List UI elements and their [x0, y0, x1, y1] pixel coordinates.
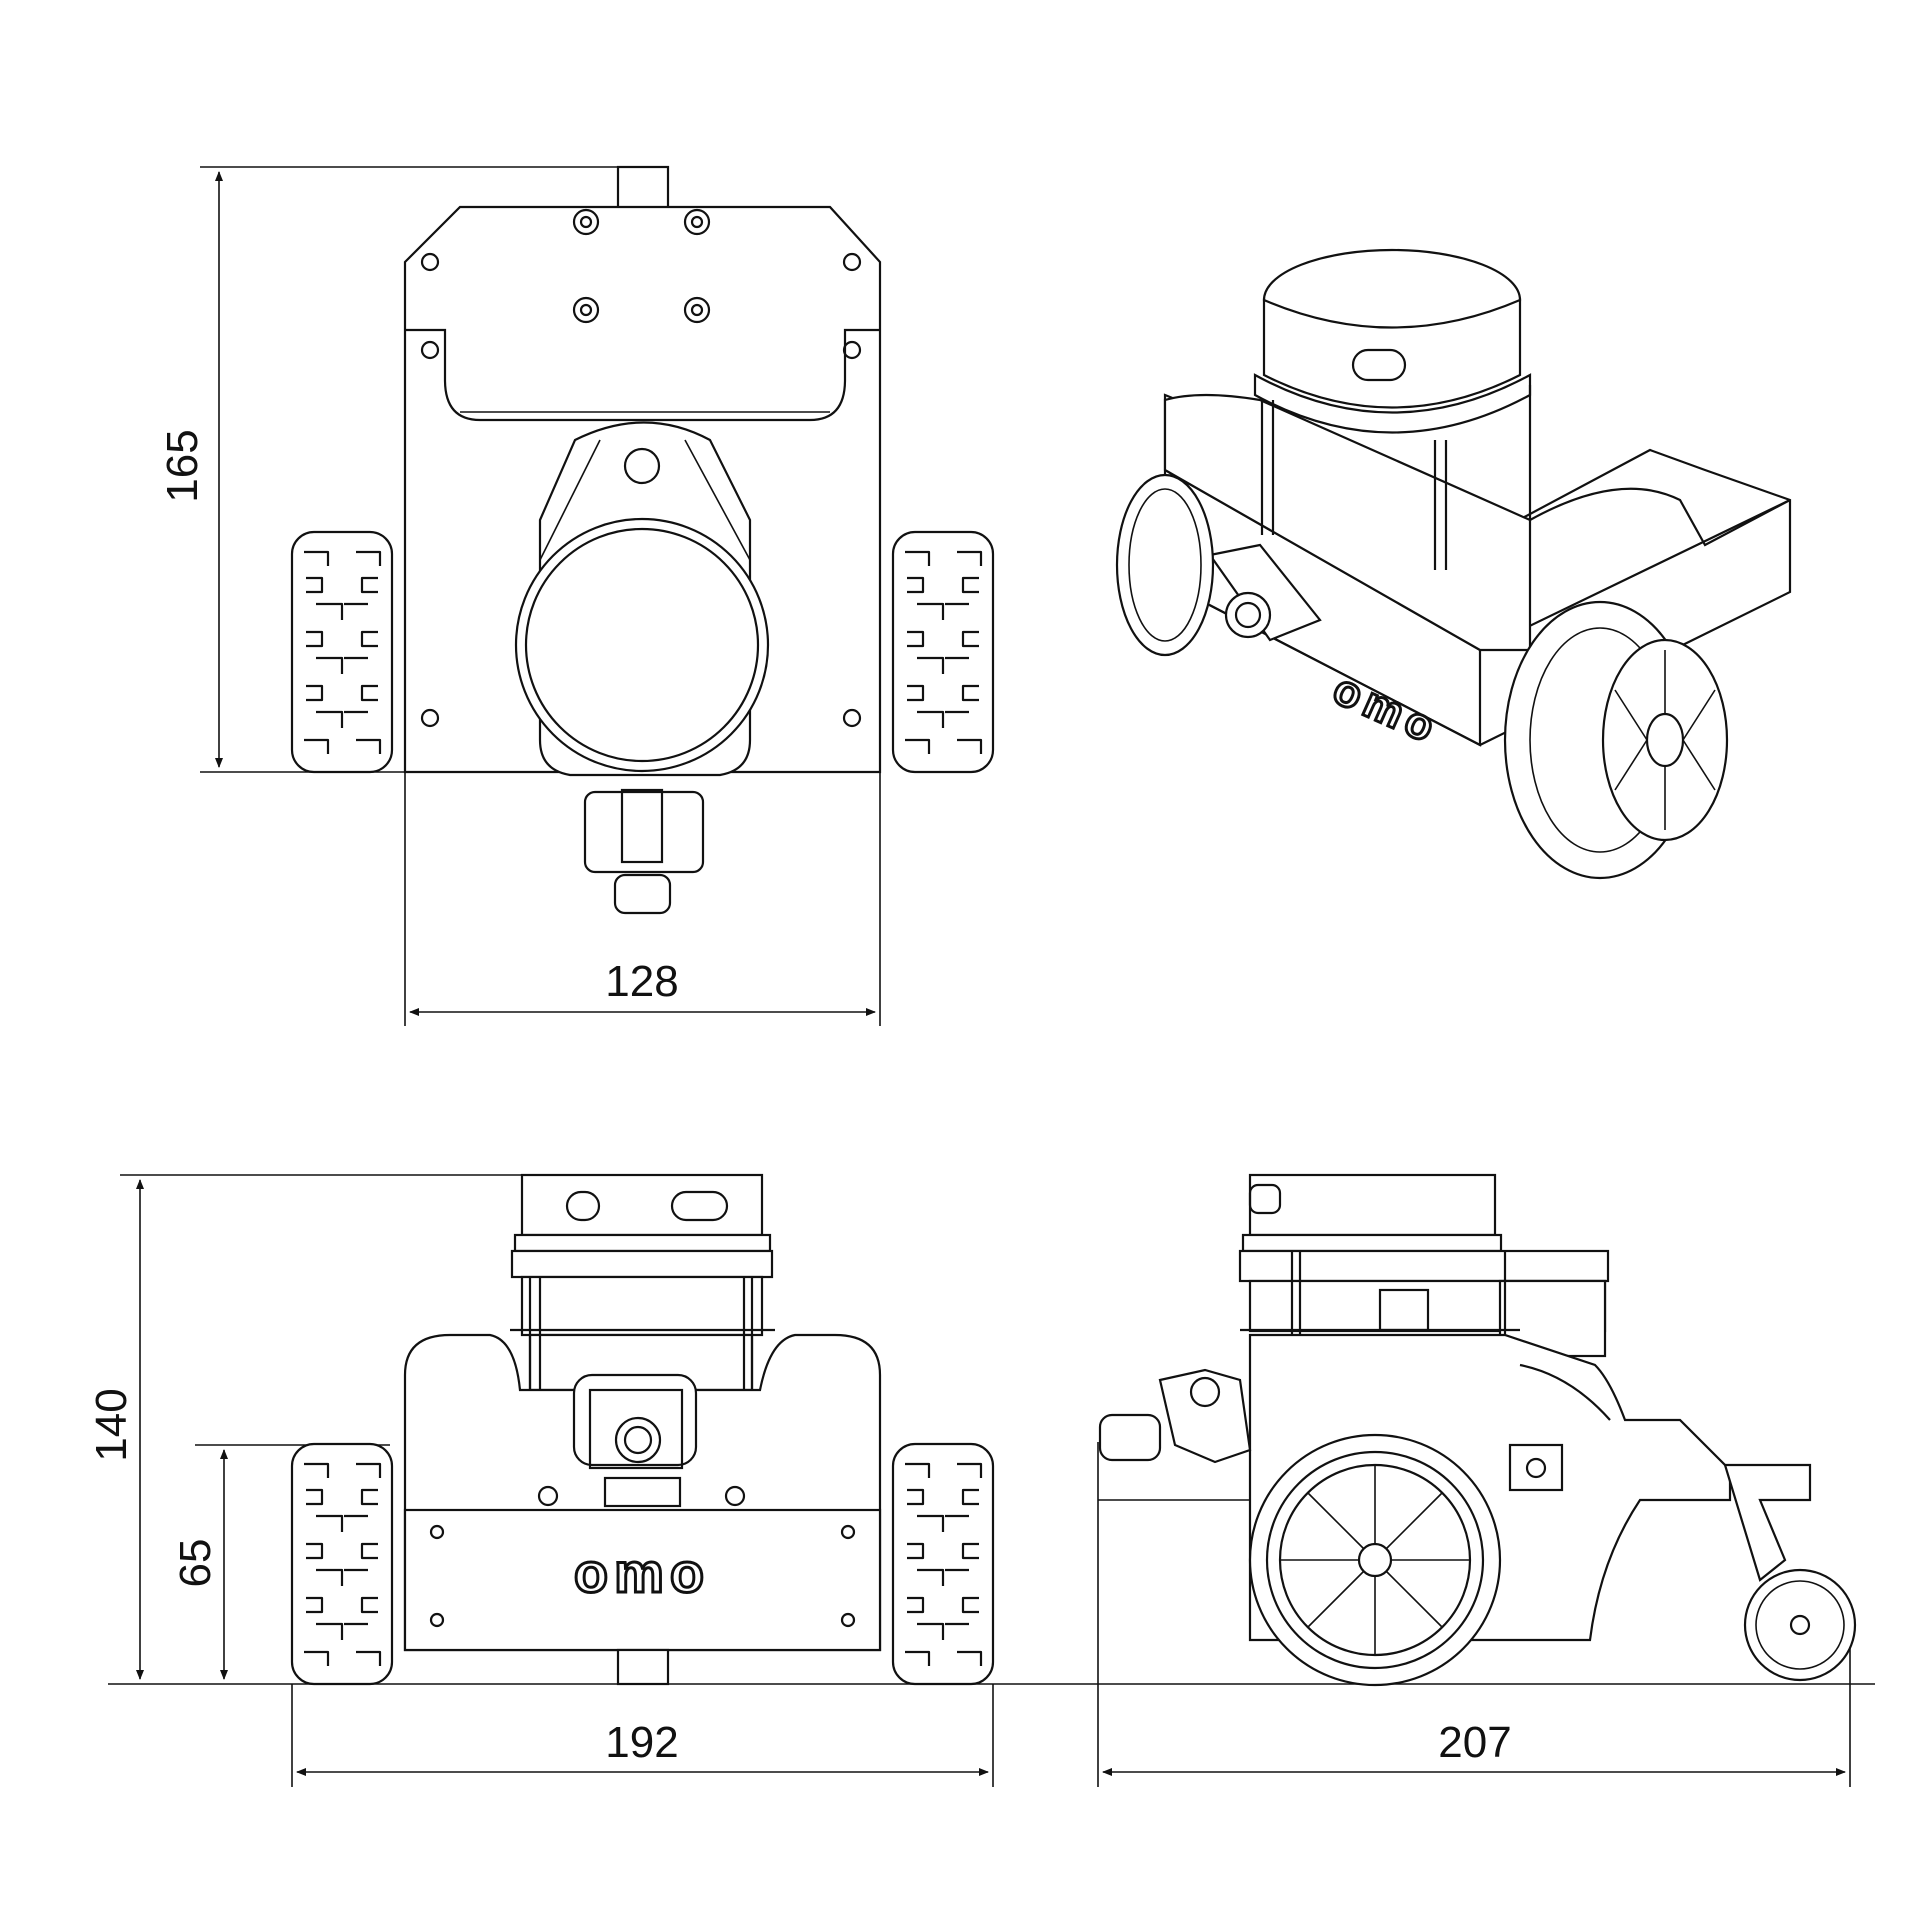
- dim-side-length: 207: [1438, 1718, 1511, 1767]
- front-plate: [403, 1508, 882, 1652]
- dim-front-width: 192: [605, 1718, 678, 1767]
- wheel-right-front: [891, 1442, 995, 1686]
- side-view: 207: [1097, 1173, 1875, 1787]
- front-logo: omo: [574, 1541, 710, 1604]
- iso-wheel-left: [1115, 473, 1215, 657]
- wheel-left-top: [290, 530, 394, 774]
- caster-top: [583, 790, 705, 874]
- dim-top-height: 165: [158, 429, 207, 502]
- side-caster-wheel: [1743, 1568, 1857, 1682]
- dim-top-width: 128: [605, 957, 678, 1006]
- isometric-view: omo: [1115, 248, 1792, 880]
- dim-front-wheel-height: 65: [171, 1539, 220, 1588]
- lidar-post: [616, 165, 670, 214]
- dim-front-height: 140: [87, 1388, 136, 1461]
- side-camera: [1158, 1368, 1252, 1464]
- top-view: 165 128: [158, 165, 995, 1026]
- lidar-disc: [514, 517, 770, 773]
- front-view: omo 140 65 192: [87, 1173, 1098, 1787]
- wheel-left-front: [290, 1442, 394, 1686]
- side-lidar: [1248, 1173, 1497, 1237]
- wheel-right-top: [891, 530, 995, 774]
